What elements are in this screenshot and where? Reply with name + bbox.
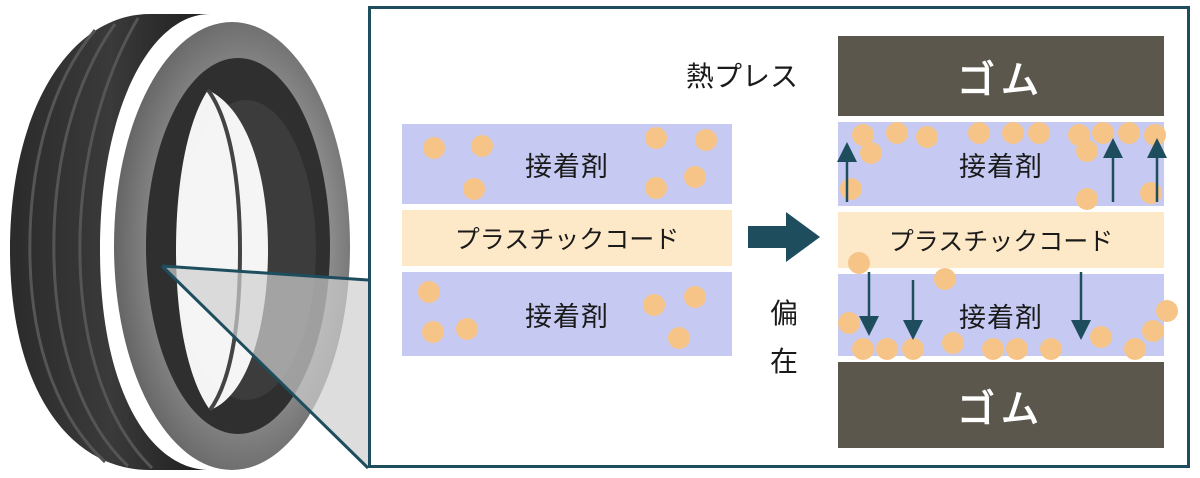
process-arrow-icon xyxy=(748,212,820,262)
particle xyxy=(838,312,860,334)
particle xyxy=(876,338,898,360)
particle xyxy=(982,338,1004,360)
particle xyxy=(1124,338,1146,360)
particle xyxy=(1006,338,1028,360)
right-rubber-top: ゴム xyxy=(838,36,1164,116)
right-adhesive-bottom-label: 接着剤 xyxy=(959,302,1043,334)
right-rubber-top-label: ゴム xyxy=(956,57,1045,102)
particle xyxy=(418,281,440,303)
particle xyxy=(852,124,874,146)
particle xyxy=(1076,188,1098,210)
particle xyxy=(902,338,924,360)
particle xyxy=(1118,122,1140,144)
particle xyxy=(1140,182,1162,204)
particle xyxy=(1142,320,1164,342)
particle xyxy=(695,129,717,151)
particle xyxy=(1002,122,1024,144)
heat-press-label: 熱プレス xyxy=(686,60,799,93)
particle xyxy=(1028,122,1050,144)
left-plastic-cord: プラスチックコード xyxy=(402,210,732,266)
left-adhesive-bottom-label: 接着剤 xyxy=(525,301,609,333)
particle xyxy=(423,137,445,159)
particle xyxy=(456,318,478,340)
segregation-label-2: 在 xyxy=(770,345,799,378)
particle xyxy=(886,122,908,144)
particle xyxy=(668,327,690,349)
right-cord-label: プラスチックコード xyxy=(888,227,1114,256)
particle xyxy=(1090,326,1112,348)
particle xyxy=(1144,124,1166,146)
particle xyxy=(684,166,706,188)
particle xyxy=(968,122,990,144)
particle xyxy=(852,338,874,360)
particle xyxy=(1076,140,1098,162)
particle xyxy=(645,177,667,199)
right-adhesive-top-label: 接着剤 xyxy=(959,151,1043,183)
left-adhesive-top: 接着剤 xyxy=(402,124,732,204)
tire-tread xyxy=(10,14,210,470)
right-rubber-bottom: ゴム xyxy=(838,362,1164,448)
particle xyxy=(1156,300,1178,322)
tire-illustration xyxy=(10,14,350,470)
right-plastic-cord: プラスチックコード xyxy=(838,212,1164,268)
particle xyxy=(643,294,665,316)
particle xyxy=(916,126,938,148)
particle xyxy=(471,135,493,157)
particle xyxy=(942,332,964,354)
particle xyxy=(422,321,444,343)
particle xyxy=(840,178,862,200)
particle xyxy=(1092,122,1114,144)
particle xyxy=(463,178,485,200)
particle xyxy=(1040,338,1062,360)
particle xyxy=(848,252,870,274)
left-cord-label: プラスチックコード xyxy=(454,225,680,254)
left-adhesive-top-label: 接着剤 xyxy=(525,151,609,183)
particle xyxy=(860,142,882,164)
particle xyxy=(684,286,706,308)
particle xyxy=(645,127,667,149)
right-rubber-bottom-label: ゴム xyxy=(956,386,1045,431)
particle xyxy=(934,268,956,290)
segregation-label-1: 偏 xyxy=(770,297,799,330)
